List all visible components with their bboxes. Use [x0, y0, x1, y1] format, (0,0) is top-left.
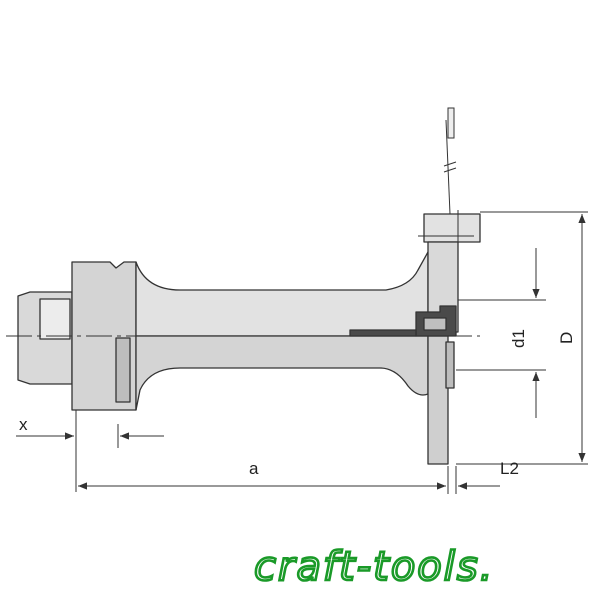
- label-d1: d1: [509, 329, 528, 348]
- label-D: D: [557, 332, 576, 344]
- extension-lower-body: [135, 335, 429, 411]
- wedge-dark: [349, 329, 417, 337]
- brand-logo-text: craft-tools.: [254, 544, 494, 590]
- clamp-plate-light: [423, 317, 447, 331]
- label-a: a: [249, 459, 259, 478]
- blade-insert: [445, 341, 455, 389]
- screw-head: [447, 107, 455, 139]
- screw-line: [445, 119, 451, 215]
- collar-groove: [115, 337, 131, 403]
- coolant-channel: [418, 210, 474, 330]
- cutter-head-top: [423, 213, 481, 243]
- shank-pocket: [39, 298, 71, 340]
- brand-logo: craft-tools.: [253, 544, 494, 590]
- label-L2: L2: [500, 459, 519, 478]
- extension-body: [135, 251, 429, 337]
- label-x: x: [19, 415, 28, 434]
- cutter-blade: [427, 335, 449, 465]
- break-mark: [443, 161, 457, 173]
